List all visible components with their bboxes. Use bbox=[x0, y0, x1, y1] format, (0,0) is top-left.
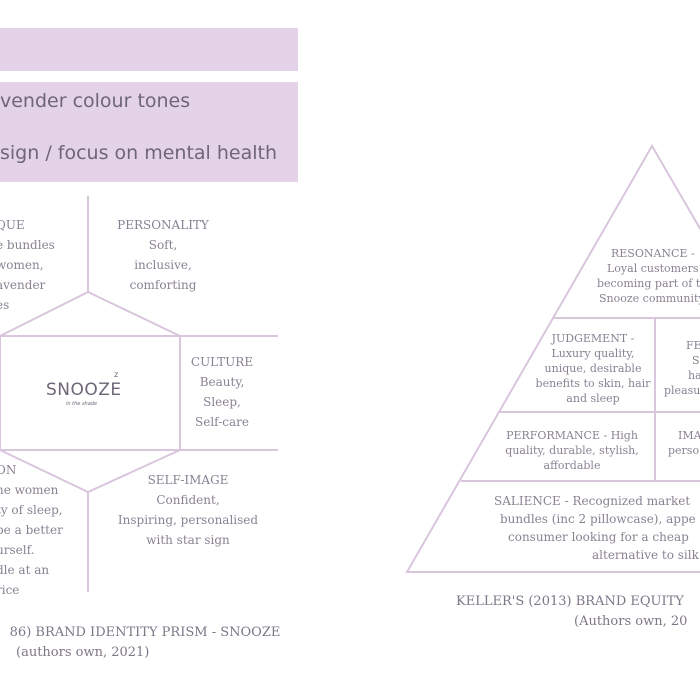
header-band-top bbox=[0, 28, 298, 71]
pyramid-feelings-line-1: FE bbox=[686, 339, 700, 352]
pyramid-judgement-line-1: JUDGEMENT - bbox=[551, 332, 635, 345]
pyramid-resonance-line-2: Loyal customers bbox=[607, 262, 699, 275]
prism-bottom-left-line-6: rice bbox=[0, 583, 20, 597]
prism-hexagon bbox=[0, 290, 181, 494]
pyramid-performance-block: PERFORMANCE - High quality, durable, sty… bbox=[496, 428, 648, 473]
prism-personality-block: PERSONALITY Soft, inclusive, comforting bbox=[102, 215, 224, 295]
prism-culture-line-1: Beauty, bbox=[199, 375, 245, 389]
band-text-line-2: sign / focus on mental health bbox=[0, 142, 278, 164]
pyramid-salience-line-3: consumer looking for a cheap bbox=[508, 530, 689, 544]
pyramid-salience-block: SALIENCE - Recognized market bundles (in… bbox=[488, 492, 699, 564]
pyramid-judgement-line-5: and sleep bbox=[566, 392, 620, 405]
pyramid-performance-line-2: quality, durable, stylish, bbox=[505, 444, 639, 457]
pyramid-performance-line-3: affordable bbox=[543, 459, 601, 472]
prism-top-left-line-4: es bbox=[0, 298, 10, 312]
prism-top-left-line-1: e bundles bbox=[0, 238, 55, 252]
prism-bottom-left-title: ON bbox=[0, 463, 17, 477]
pyramid-resonance-block: RESONANCE - Loyal customers becoming par… bbox=[583, 246, 700, 306]
prism-personality-title: PERSONALITY bbox=[117, 218, 209, 232]
pyramid-salience-line-4: alternative to silk bbox=[592, 548, 699, 562]
pyramid-caption-line-1: KELLER'S (2013) BRAND EQUITY bbox=[456, 594, 684, 609]
pyramid-judgement-line-3: unique, desirable bbox=[544, 362, 642, 375]
prism-bottom-left-line-4: urself. bbox=[0, 543, 35, 557]
prism-self-image-line-1: Confident, bbox=[156, 493, 220, 507]
pyramid-imagery-block: IMA perso bbox=[668, 428, 700, 458]
prism-bottom-left-line-5: dle at an bbox=[0, 563, 50, 577]
prism-caption-line-2: (authors own, 2021) bbox=[16, 645, 150, 660]
prism-self-image-line-2: Inspiring, personalised bbox=[117, 513, 259, 527]
pyramid-feelings-line-4: pleasu bbox=[664, 384, 700, 397]
pyramid-feelings-block: FE S ha pleasu bbox=[662, 338, 700, 398]
pyramid-feelings-line-2: S bbox=[692, 354, 700, 367]
pyramid-outline bbox=[405, 144, 700, 573]
prism-bottom-left-line-3: be a better bbox=[0, 523, 63, 537]
pyramid-performance-line-1: PERFORMANCE - High bbox=[506, 429, 638, 442]
prism-bottom-left-line-2: ty of sleep, bbox=[0, 503, 63, 517]
prism-top-left-line-3: avender bbox=[0, 278, 46, 292]
pyramid-resonance-line-1: RESONANCE - bbox=[611, 247, 695, 260]
prism-self-image-title: SELF-IMAGE bbox=[147, 473, 229, 487]
pyramid-resonance-line-3: becoming part of th bbox=[597, 277, 700, 290]
pyramid-caption: KELLER'S (2013) BRAND EQUITY (Authors ow… bbox=[456, 592, 687, 632]
pyramid-judgement-block: JUDGEMENT - Luxury quality, unique, desi… bbox=[532, 331, 654, 406]
prism-top-left-block: QUE e bundles women, avender es bbox=[0, 215, 55, 315]
prism-culture-line-2: Sleep, bbox=[203, 395, 241, 409]
pyramid-feelings-line-3: ha bbox=[688, 369, 700, 382]
pyramid-salience-line-2: bundles (inc 2 pillowcase), appe bbox=[500, 512, 696, 526]
pyramid-caption-line-2: (Authors own, 20 bbox=[574, 614, 688, 629]
prism-self-image-block: SELF-IMAGE Confident, Inspiring, persona… bbox=[114, 470, 262, 550]
prism-personality-line-2: inclusive, bbox=[134, 258, 192, 272]
prism-self-image-line-3: with star sign bbox=[146, 533, 230, 547]
snooze-logo: SNOOZE bbox=[46, 380, 122, 400]
prism-personality-line-3: comforting bbox=[129, 278, 197, 292]
pyramid-judgement-line-2: Luxury quality, bbox=[551, 347, 635, 360]
prism-culture-block: CULTURE Beauty, Sleep, Self-care bbox=[186, 352, 258, 432]
prism-top-left-title: QUE bbox=[0, 218, 25, 232]
prism-culture-line-3: Self-care bbox=[195, 415, 249, 429]
pyramid-judgement-line-4: benefits to skin, hair bbox=[535, 377, 651, 390]
pyramid-imagery-line-1: IMA bbox=[678, 429, 700, 442]
snooze-logo-tagline: in the shade bbox=[66, 401, 98, 407]
prism-bottom-left-block: ON he women ty of sleep, be a better urs… bbox=[0, 460, 63, 600]
prism-personality-line-1: Soft, bbox=[148, 238, 178, 252]
band-text-line-1: vender colour tones bbox=[0, 90, 191, 112]
prism-caption-line-1: 86) BRAND IDENTITY PRISM - SNOOZE bbox=[9, 625, 281, 640]
header-band-bottom: vender colour tones sign / focus on ment… bbox=[0, 82, 298, 182]
pyramid-salience-line-1: SALIENCE - Recognized market bbox=[494, 494, 691, 508]
prism-culture-title: CULTURE bbox=[190, 355, 254, 369]
prism-bottom-left-line-1: he women bbox=[0, 483, 59, 497]
pyramid-imagery-line-2: perso bbox=[668, 444, 700, 457]
prism-caption: 86) BRAND IDENTITY PRISM - SNOOZE (autho… bbox=[0, 623, 290, 663]
pyramid-resonance-line-4: Snooze community bbox=[599, 292, 700, 305]
prism-top-left-line-2: women, bbox=[0, 258, 44, 272]
snooze-logo-sup: z bbox=[114, 370, 119, 379]
